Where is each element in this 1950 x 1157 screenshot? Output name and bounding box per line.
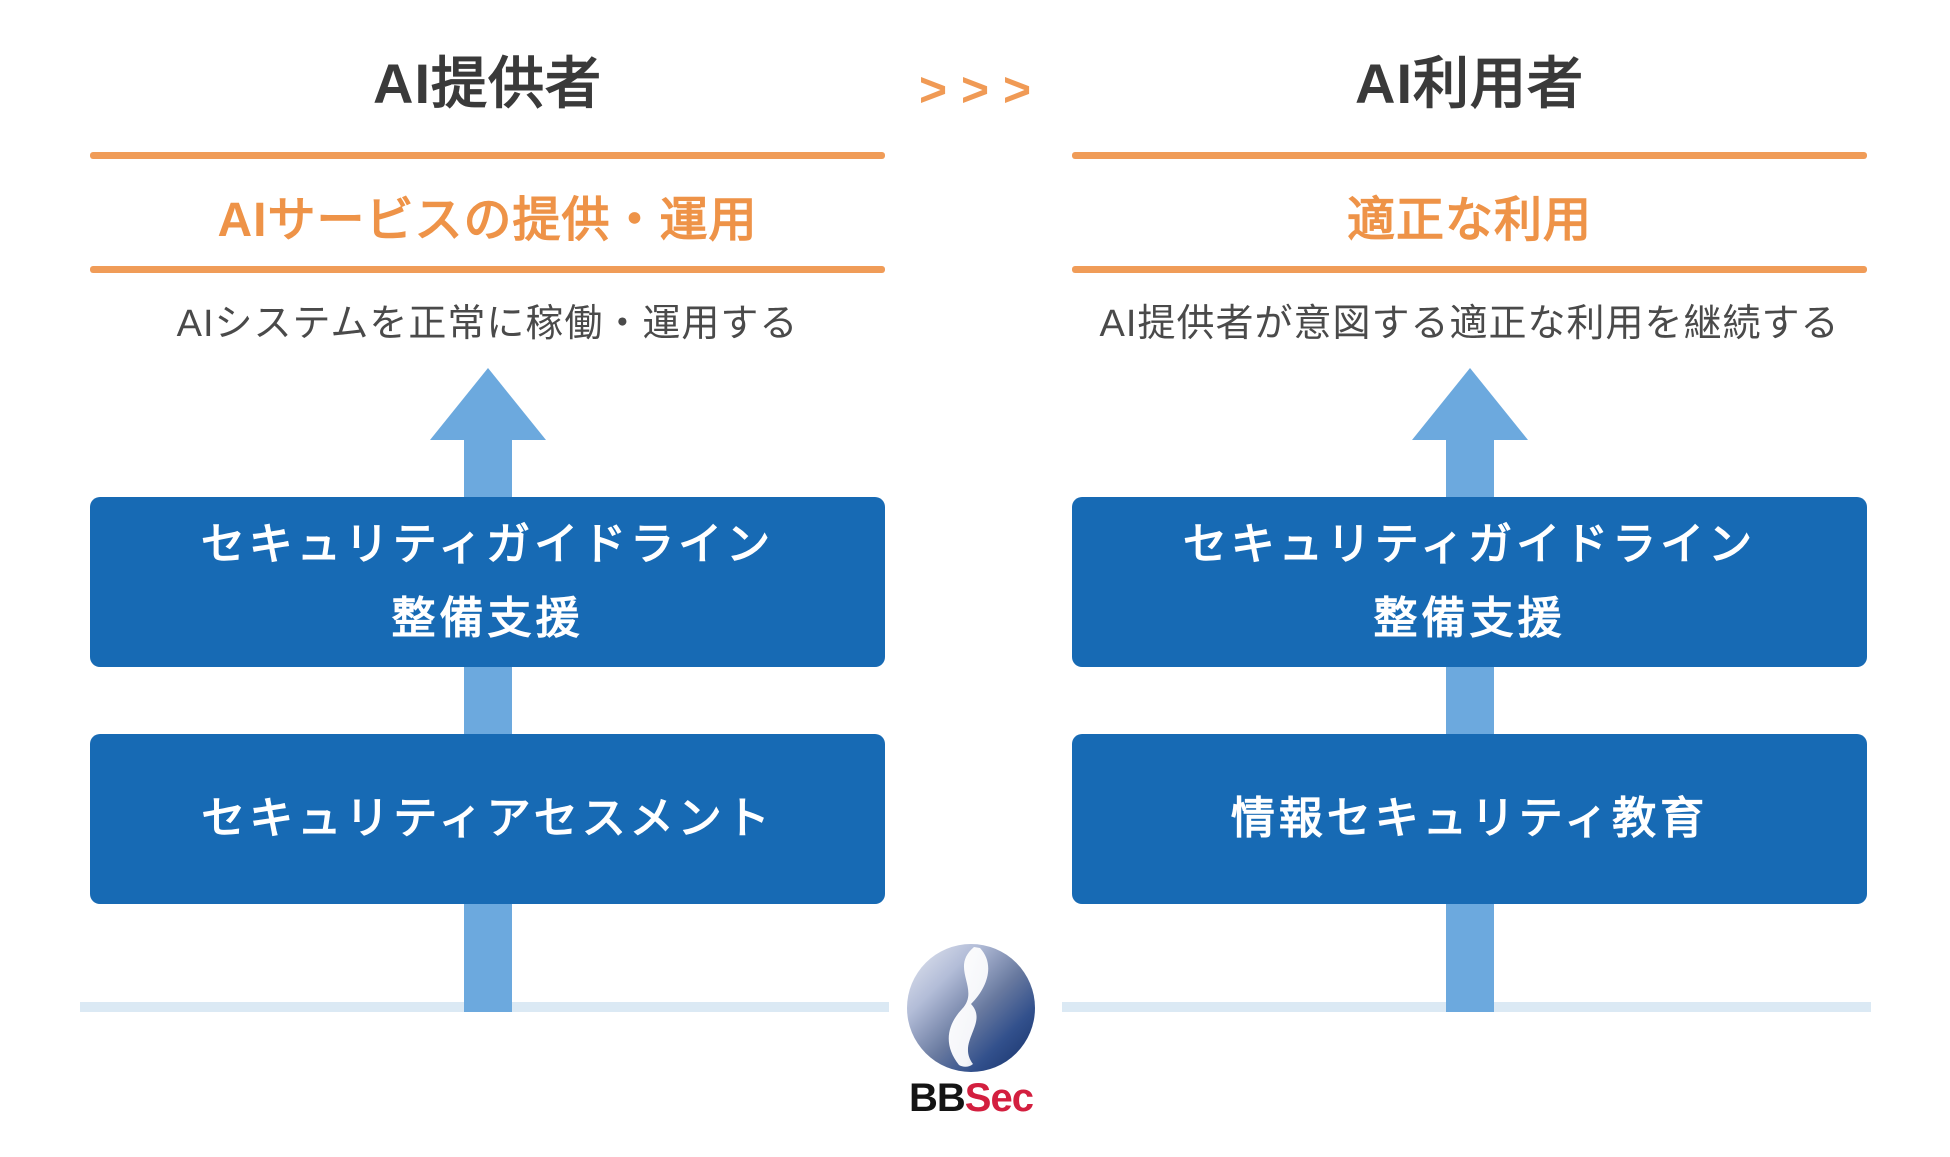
service-box-guideline: セキュリティガイドライン 整備支援 [90,497,885,667]
provider-title: AI提供者 [373,51,602,115]
bbsec-logo-mark [907,944,1035,1072]
service-box-guideline: セキュリティガイドライン 整備支援 [1072,497,1867,667]
up-arrow-icon [1411,368,1528,440]
service-box-line: セキュリティガイドライン [1182,520,1757,569]
service-box-education: 情報セキュリティ教育 [1072,734,1867,904]
provider-column: AI提供者 AIサービスの提供・運用 AIシステムを正常に稼働・運用する セキュ… [80,0,889,1157]
orange-rule-bottom [1072,266,1867,273]
user-role-heading: 適正な利用 [1346,194,1592,247]
service-box-line: 整備支援 [391,594,584,643]
user-column: AI利用者 適正な利用 AI提供者が意図する適正な利用を継続する セキュリティガ… [1062,0,1871,1157]
service-box-line: 情報セキュリティ教育 [1230,794,1709,843]
logo-text-sec: Sec [964,1076,1034,1120]
bbsec-logo-text: BBSec [909,1076,1034,1120]
provider-role-heading: AIサービスの提供・運用 [217,194,758,247]
service-box-assessment: セキュリティアセスメント [90,734,885,904]
user-title: AI利用者 [1355,51,1584,115]
orange-rule-top [90,152,885,159]
user-description: AI提供者が意図する適正な利用を継続する [1099,302,1840,345]
orange-rule-bottom [90,266,885,273]
up-arrow-icon [429,368,546,440]
logo-text-bb: BB [909,1076,966,1120]
provider-description: AIシステムを正常に稼働・運用する [176,302,799,345]
bbsec-logo: BBSec [903,944,1039,1124]
transition-chevrons: >>> [918,63,1046,117]
service-box-line: セキュリティガイドライン [200,520,775,569]
service-box-line: セキュリティアセスメント [201,794,774,843]
logo-swoosh-icon [948,947,989,1067]
orange-rule-top [1072,152,1867,159]
service-box-line: 整備支援 [1373,594,1566,643]
